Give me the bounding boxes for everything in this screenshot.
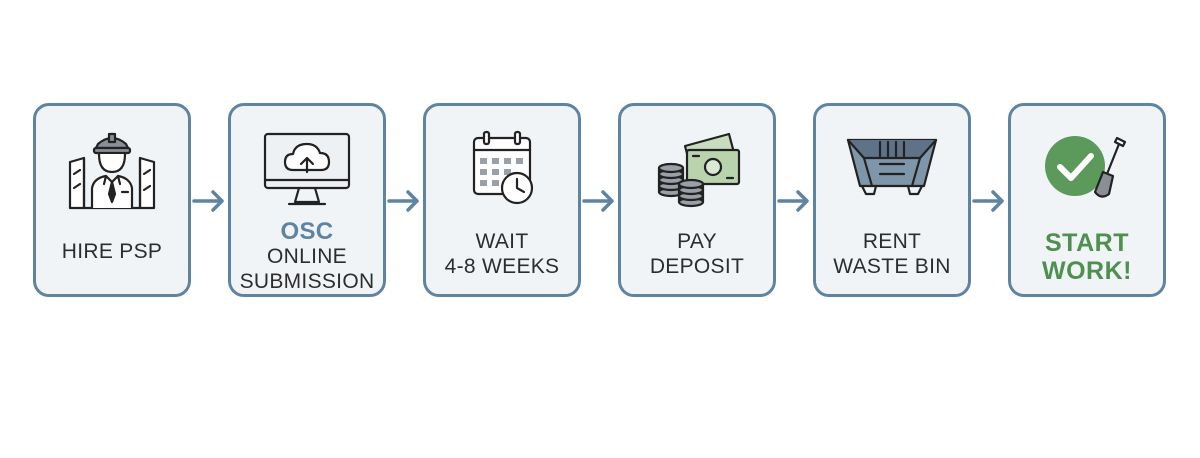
step-hire-psp: HIRE PSP — [33, 103, 191, 297]
calendar-clock-icon — [454, 128, 550, 212]
step-label: RENT WASTE BIN — [816, 229, 968, 279]
arrow-right-icon — [582, 188, 616, 214]
step-label-line: WAIT — [475, 230, 529, 253]
arrow-right-icon — [192, 188, 226, 214]
step-rent-waste-bin: RENT WASTE BIN — [813, 103, 971, 297]
start-label-line: START — [1045, 229, 1129, 257]
checkmark-shovel-icon — [1039, 128, 1135, 212]
step-label-line: WASTE BIN — [833, 255, 951, 278]
step-label-line: HIRE PSP — [61, 240, 163, 263]
waste-bin-skip-icon — [844, 128, 940, 212]
arrow-right-icon — [972, 188, 1006, 214]
step-label-line: 4-8 WEEKS — [444, 255, 560, 278]
arrow-right-icon — [387, 188, 421, 214]
step-label: START WORK! — [1011, 229, 1163, 285]
step-pay-deposit: PAY DEPOSIT — [618, 103, 776, 297]
step-label: PAY DEPOSIT — [621, 229, 773, 279]
step-label-line: SUBMISSION — [239, 270, 375, 293]
step-wait: WAIT 4-8 WEEKS — [423, 103, 581, 297]
step-label-line: ONLINE — [267, 245, 347, 268]
engineer-blueprint-icon — [64, 128, 160, 212]
step-label-line: RENT — [862, 230, 922, 253]
cloud-upload-monitor-icon — [259, 128, 355, 212]
step-start-work: START WORK! — [1008, 103, 1166, 297]
start-label-line: WORK! — [1042, 257, 1132, 285]
step-label: WAIT 4-8 WEEKS — [426, 229, 578, 279]
step-label: OSC ONLINE SUBMISSION — [231, 219, 383, 294]
step-label: HIRE PSP — [36, 239, 188, 264]
osc-label: OSC — [280, 218, 334, 245]
step-label-line: DEPOSIT — [649, 255, 745, 278]
step-osc-online-submission: OSC ONLINE SUBMISSION — [228, 103, 386, 297]
step-label-line: PAY — [677, 230, 717, 253]
coins-banknotes-icon — [649, 128, 745, 212]
arrow-right-icon — [777, 188, 811, 214]
